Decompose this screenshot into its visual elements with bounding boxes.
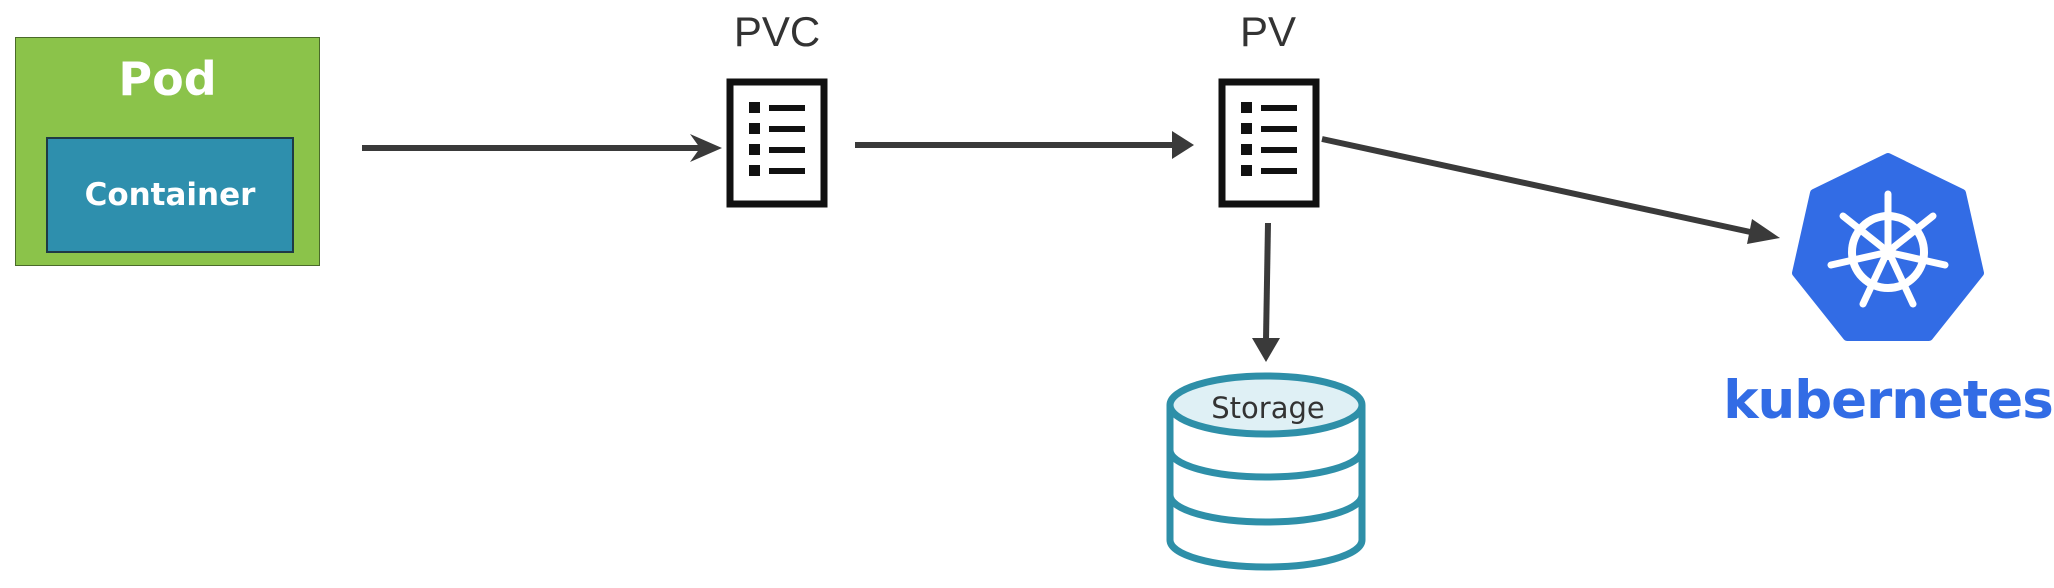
pvc-document-icon bbox=[726, 78, 828, 208]
pv-document-icon bbox=[1218, 78, 1320, 208]
pod-title: Pod bbox=[118, 52, 217, 106]
kubernetes-helm-wheel-icon bbox=[1827, 190, 1949, 308]
arrow-pv-to-storage bbox=[1252, 222, 1280, 362]
container-box: Container bbox=[46, 137, 294, 253]
storage-label: Storage bbox=[1211, 391, 1325, 425]
pv-label: PV bbox=[1239, 8, 1297, 55]
kubernetes-wordmark: kubernetes bbox=[1723, 370, 2054, 431]
kubernetes-logo-icon bbox=[1792, 153, 1984, 341]
arrow-pod-to-pvc bbox=[362, 134, 722, 162]
pod-box: Pod Container bbox=[15, 37, 320, 266]
storage-database-icon bbox=[1166, 372, 1366, 571]
pvc-label: PVC bbox=[733, 8, 821, 55]
arrow-pvc-to-pv bbox=[855, 131, 1194, 159]
arrow-pv-to-kubernetes bbox=[1321, 136, 1780, 244]
container-title: Container bbox=[84, 177, 256, 213]
